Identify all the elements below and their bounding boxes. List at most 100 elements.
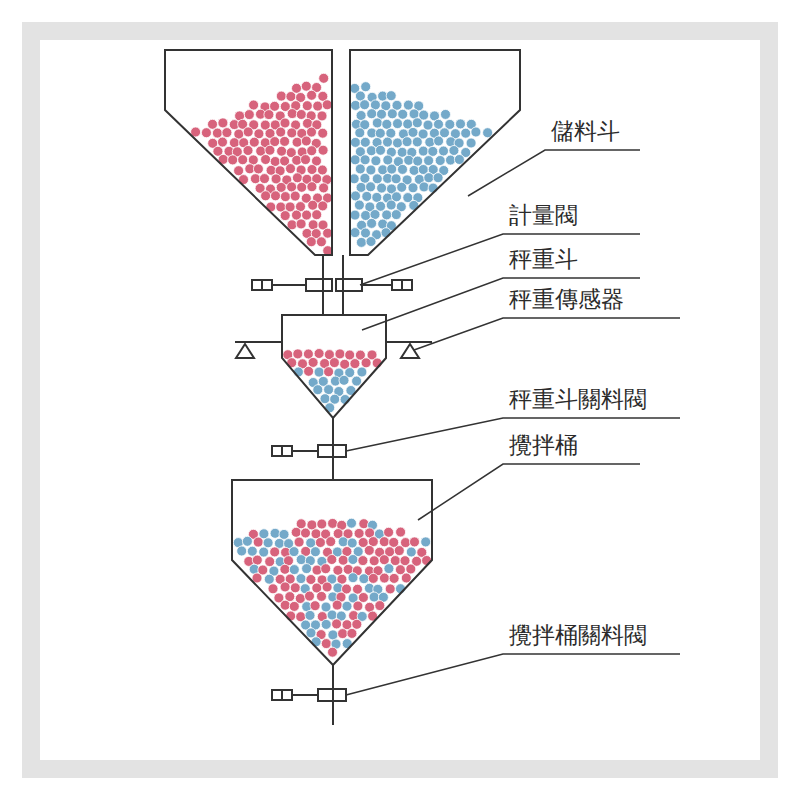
granule [306,628,316,638]
valve-stem [272,284,306,286]
granule [314,349,324,359]
granule [320,394,330,404]
granule [372,192,382,202]
granule [311,637,321,647]
part-label: 秤重傳感器 [507,286,626,314]
granule [350,137,360,147]
granule [387,164,397,174]
granule [327,610,337,620]
granule [425,137,435,147]
granule [265,557,275,567]
granule [328,518,338,528]
granule [471,127,481,137]
granule [286,92,296,102]
granule [264,574,274,584]
sensor-arm [386,341,432,343]
granule [280,211,290,221]
granule [391,174,401,184]
part-label: 攪拌桶關料閥 [507,622,649,650]
granule [333,565,343,575]
granule [310,601,320,611]
granule [360,155,370,165]
granule [280,118,290,128]
granule [319,73,329,83]
granule [404,155,414,165]
granule [318,201,328,211]
granules [191,73,493,657]
granule [276,91,286,101]
granule [362,191,372,201]
leader-line [468,150,640,196]
granule [412,137,422,147]
granule [361,82,371,92]
equipment-outline [165,50,520,725]
granule [260,174,270,184]
discharge-valve [318,689,346,701]
load-cell [236,344,254,358]
granule [305,591,315,601]
granule [403,100,413,110]
granule [394,546,404,556]
granule [421,537,431,547]
granule [338,629,348,639]
granule [386,128,396,138]
granule [328,630,338,640]
granule [287,109,297,119]
granule [397,147,407,157]
granule [351,191,361,201]
granule [292,210,302,220]
granule [222,128,232,138]
granule [302,101,312,111]
granule [317,111,327,121]
granule [381,228,391,238]
granule [371,156,381,166]
actuator [282,690,292,700]
granule [296,555,306,565]
granule [294,537,304,547]
granule [253,164,263,174]
granule [433,173,443,183]
granule [301,528,311,538]
granule [302,564,312,574]
granule [328,647,338,657]
granule [356,111,366,121]
granule [356,182,366,192]
granule [386,200,396,210]
granule [384,527,394,537]
granule [366,237,376,247]
granule [208,119,218,129]
pipe [332,665,334,725]
leader-lines [346,150,680,695]
storage-hopper [165,50,332,255]
granule [296,574,306,584]
granule [316,237,326,247]
granule [332,619,342,629]
metering-valve [306,279,332,291]
granule [402,137,412,147]
granule [290,191,300,201]
granule [332,600,342,610]
granule [314,367,324,377]
granule [379,573,389,583]
granule [234,166,244,176]
granule [271,191,281,201]
granule [322,582,332,592]
granule [353,601,363,611]
actuator [392,280,402,290]
granule [422,556,432,566]
granule [356,237,366,247]
granule [387,109,397,119]
granule [348,573,358,583]
granule [364,545,374,555]
granule [238,155,248,165]
granule [350,228,360,238]
granule [287,128,297,138]
granule [212,128,222,138]
granule [446,155,456,165]
granule [354,200,364,210]
granule [243,146,253,156]
granule [410,537,420,547]
granule [289,601,299,611]
metering-valve [336,279,362,291]
